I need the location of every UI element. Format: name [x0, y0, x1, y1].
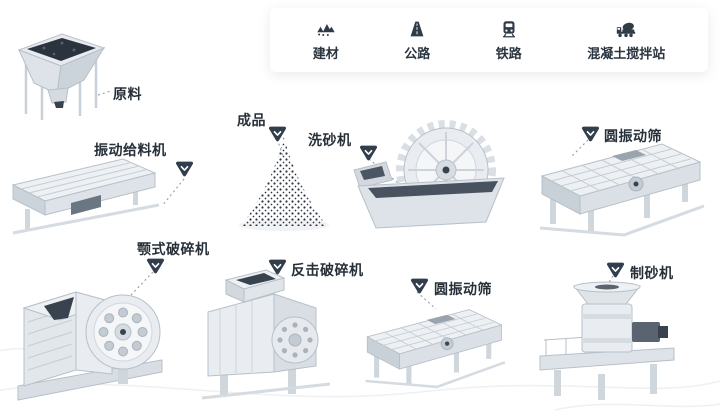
finished-product-label: 成品	[237, 113, 266, 129]
finished-product-marker[interactable]	[268, 124, 287, 143]
vibrating-feeder-marker[interactable]	[175, 159, 194, 178]
sand-washer-illustration	[352, 118, 507, 240]
sand-washer-label: 洗砂机	[308, 133, 352, 149]
applications-legend: 建材 公路	[270, 8, 708, 72]
impact-crusher-illustration	[190, 268, 340, 403]
concrete-plant-icon	[615, 18, 637, 40]
legend-item-label: 铁路	[495, 47, 522, 62]
sand-maker-marker[interactable]	[606, 260, 625, 279]
legend-item-highway: 公路	[404, 18, 430, 62]
legend-item-label: 公路	[404, 47, 431, 62]
legend-item-label: 建材	[312, 47, 339, 62]
vibrating-feeder-illustration	[5, 153, 165, 238]
jaw-crusher-illustration	[14, 262, 169, 404]
circular-vibrating-screen-bottom-illustration	[352, 296, 510, 398]
legend-item-railway: 铁路	[496, 18, 522, 62]
sand-maker-illustration	[524, 280, 689, 402]
sand-washer-marker[interactable]	[359, 143, 378, 162]
building-materials-icon	[315, 18, 337, 40]
vibrating-feeder-label: 振动给料机	[94, 143, 167, 159]
impact-crusher-label: 反击破碎机	[291, 263, 364, 279]
jaw-crusher-marker[interactable]	[146, 256, 165, 275]
finished-product-pile-illustration	[237, 128, 332, 233]
screen-top-label: 圆振动筛	[604, 129, 662, 145]
impact-crusher-marker[interactable]	[268, 257, 287, 276]
railway-icon	[498, 18, 520, 40]
legend-item-building-materials: 建材	[313, 18, 339, 62]
sand-maker-label: 制砂机	[630, 266, 674, 282]
circular-vibrating-screen-top-illustration	[524, 138, 710, 238]
jaw-crusher-label: 颚式破碎机	[137, 242, 210, 258]
raw-material-label: 原料	[113, 87, 142, 103]
screen-top-marker[interactable]	[581, 124, 600, 143]
screen-bottom-label: 圆振动筛	[434, 282, 492, 298]
screen-bottom-marker[interactable]	[410, 276, 429, 295]
legend-item-label: 混凝土搅拌站	[587, 47, 666, 62]
raw-material-hopper-illustration	[14, 28, 109, 128]
legend-item-concrete-plant: 混凝土搅拌站	[587, 18, 665, 62]
highway-icon	[406, 18, 428, 40]
